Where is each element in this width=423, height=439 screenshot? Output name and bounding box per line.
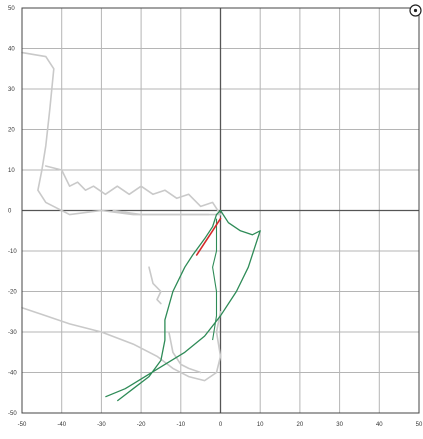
x-tick-labels: -50 -40 -30 -20 -10 0 10 20 30 40 50 xyxy=(18,422,423,428)
tracing-mandible-outline xyxy=(21,306,222,382)
tracing-upper-teeth xyxy=(44,165,222,216)
y-tick-label: 20 xyxy=(8,128,15,134)
overlay-green-inner xyxy=(212,218,218,341)
x-tick-label: -20 xyxy=(137,422,146,428)
circle-icon[interactable] xyxy=(409,4,422,17)
overlay-green-outline xyxy=(105,209,261,402)
y-tick-label: 10 xyxy=(8,168,15,174)
y-tick-labels: 50 40 30 20 10 0 -10 -20 -30 -40 -50 xyxy=(8,6,17,417)
y-tick-label: 30 xyxy=(8,87,15,93)
y-tick-label: -30 xyxy=(8,330,17,336)
x-tick-label: 30 xyxy=(336,422,343,428)
x-tick-label: 20 xyxy=(297,422,304,428)
y-tick-label: -40 xyxy=(8,371,17,377)
x-tick-label: 10 xyxy=(257,422,264,428)
x-tick-label: -30 xyxy=(97,422,106,428)
x-tick-label: 0 xyxy=(219,422,223,428)
y-tick-label: 40 xyxy=(8,47,15,53)
y-tick-label: -10 xyxy=(8,249,17,255)
tracing-lower-jaw-guide xyxy=(112,209,210,216)
x-tick-label: -40 xyxy=(57,422,66,428)
tracing-inner-contour xyxy=(168,331,202,374)
y-tick-label: -50 xyxy=(8,411,17,417)
x-tick-label: 40 xyxy=(376,422,383,428)
x-tick-label: -10 xyxy=(176,422,185,428)
y-tick-label: 50 xyxy=(8,6,15,12)
anatomical-tracing-layer xyxy=(21,51,222,382)
overlay-tracing-layer xyxy=(105,209,261,402)
x-tick-label: 50 xyxy=(416,422,423,428)
y-tick-label: 0 xyxy=(8,209,12,215)
overlay-red-line xyxy=(195,217,222,256)
tracing-hyoid-mark xyxy=(148,266,162,305)
x-tick-label: -50 xyxy=(18,422,27,428)
plot-frame xyxy=(21,7,420,414)
y-tick-label: -20 xyxy=(8,290,17,296)
